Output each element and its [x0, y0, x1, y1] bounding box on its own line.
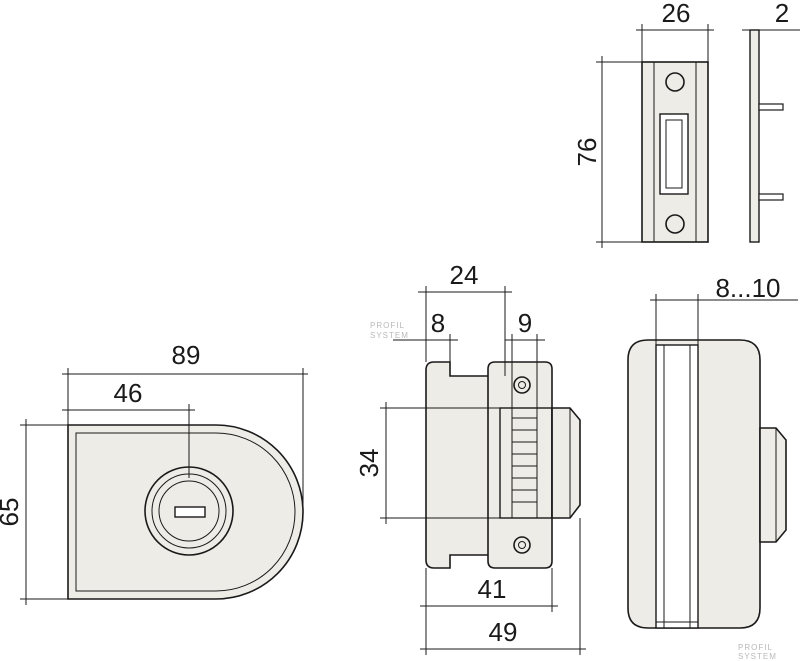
dim-41: 41	[478, 574, 507, 604]
dim-9: 9	[518, 308, 532, 338]
side-body-left	[425, 361, 506, 569]
dim-49: 49	[489, 617, 518, 647]
dim-8: 8	[431, 308, 445, 338]
dim-89: 89	[172, 340, 201, 370]
dim-8-10: 8...10	[715, 273, 780, 303]
strike-side-dimensions: 2	[742, 0, 800, 31]
cylinder-ring-inner	[158, 480, 220, 542]
bolt	[551, 407, 581, 519]
glass-panel	[655, 344, 699, 629]
key-slot	[174, 506, 206, 518]
dim-26: 26	[662, 0, 691, 28]
side-view	[425, 361, 581, 569]
dim-24: 24	[450, 260, 479, 290]
watermark-bottom: PROFIL SYSTEM	[738, 643, 777, 661]
strike-pin-top	[758, 103, 784, 111]
side-dimensions: 24 8 9 34 41 49	[354, 260, 586, 655]
glass-dimensions: 8...10	[650, 273, 798, 345]
strike-side	[749, 29, 784, 243]
strike-hole-top	[665, 72, 685, 92]
svg-text:PROFIL: PROFIL	[738, 643, 773, 652]
side-housing	[499, 407, 553, 519]
strike-pin-bottom	[758, 193, 784, 201]
dim-46: 46	[114, 378, 143, 408]
strike-front	[641, 61, 709, 243]
strike-slot	[659, 113, 689, 195]
svg-text:SYSTEM: SYSTEM	[738, 652, 777, 661]
front-body-inner	[75, 432, 296, 592]
svg-text:SYSTEM: SYSTEM	[370, 331, 409, 340]
glass-bolt	[759, 427, 787, 543]
front-view	[67, 424, 304, 600]
screw-bottom	[513, 536, 531, 554]
side-clamp-plate	[487, 361, 553, 569]
dim-65: 65	[0, 498, 24, 527]
dim-34: 34	[354, 449, 384, 478]
strike-side-plate	[749, 29, 760, 243]
dim-76: 76	[572, 138, 602, 167]
svg-text:PROFIL: PROFIL	[370, 321, 405, 330]
strike-hole-bottom	[665, 214, 685, 234]
dim-2: 2	[775, 0, 789, 28]
glass-view	[627, 339, 787, 629]
front-dimensions: 89 46 65	[0, 340, 308, 605]
screw-top	[513, 376, 531, 394]
strike-dimensions: 26 76	[572, 0, 714, 248]
watermark-top: PROFIL SYSTEM	[370, 321, 409, 340]
